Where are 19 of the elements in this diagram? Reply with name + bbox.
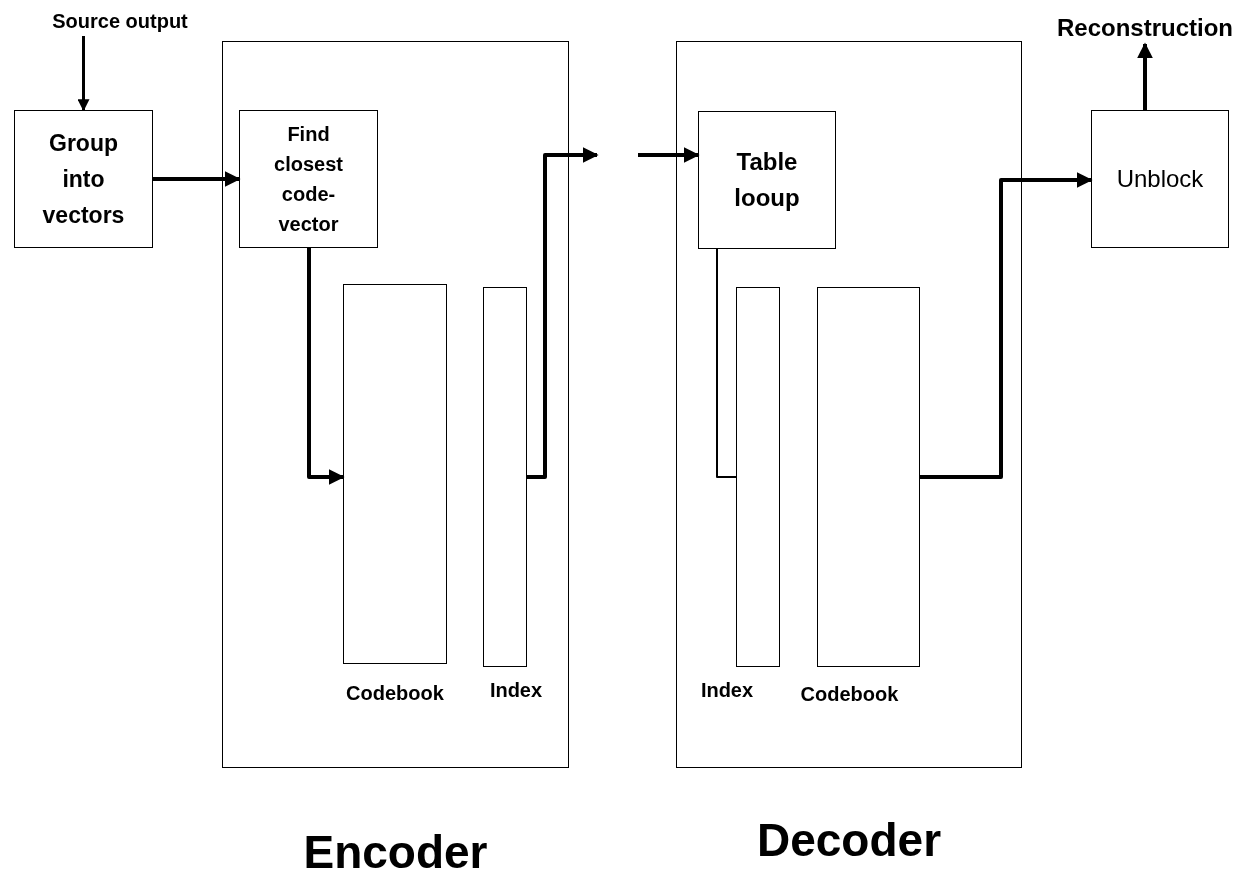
column-label: Index bbox=[489, 678, 543, 703]
arrow bbox=[638, 147, 700, 163]
panel-title: Decoder bbox=[756, 813, 942, 868]
column-label: Index bbox=[700, 678, 754, 703]
arrow bbox=[153, 171, 241, 187]
process-box: Table looup bbox=[698, 111, 836, 249]
arrow bbox=[307, 248, 345, 485]
arrow bbox=[1137, 42, 1153, 110]
arrow bbox=[920, 172, 1093, 479]
process-box: Group into vectors bbox=[14, 110, 153, 248]
arrow bbox=[527, 147, 599, 479]
panel-title: Encoder bbox=[303, 825, 488, 872]
column-label: Codebook bbox=[800, 682, 899, 707]
arrow bbox=[77, 36, 90, 112]
input-label: Source output bbox=[30, 6, 210, 36]
column-label: Codebook bbox=[346, 681, 444, 706]
output-label: Reconstruction bbox=[1036, 12, 1254, 44]
process-box: Unblock bbox=[1091, 110, 1229, 248]
process-box: Find closest code-vector bbox=[239, 110, 378, 248]
